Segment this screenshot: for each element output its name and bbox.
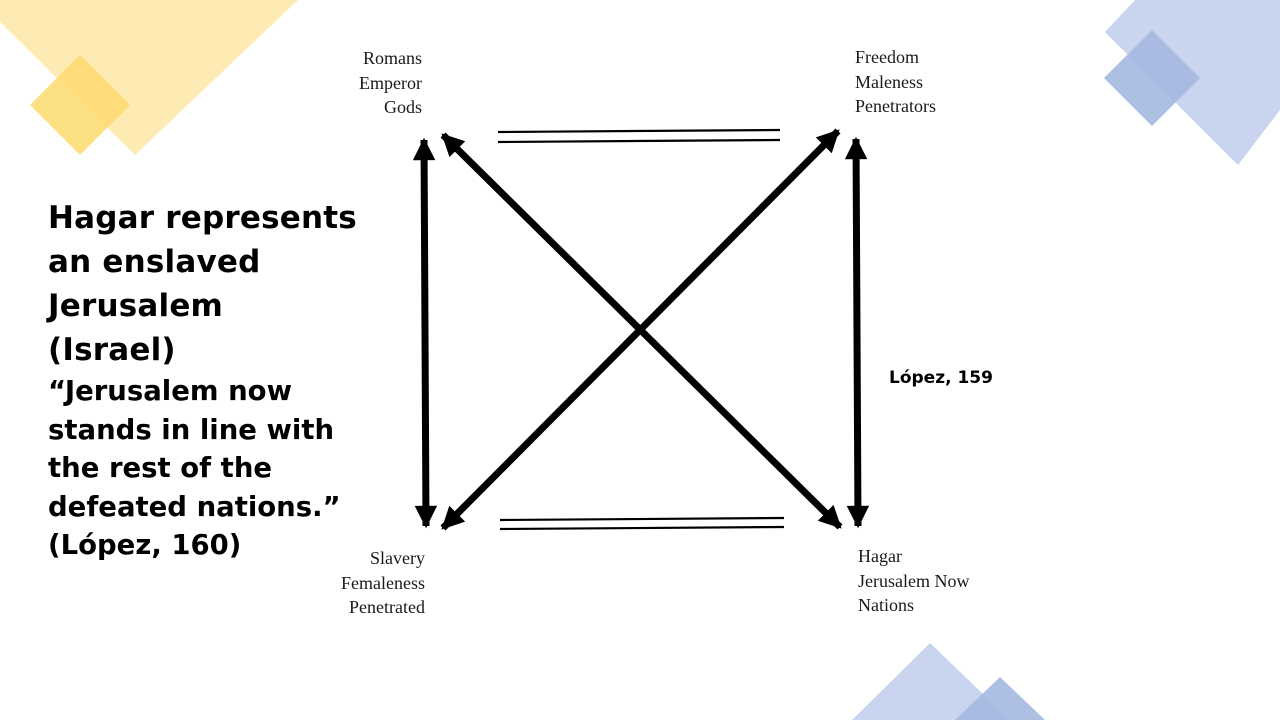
heading-line-4: (Israel) [48,332,176,368]
label-slavery: Slavery [370,548,425,568]
label-top-right: Freedom Maleness Penetrators [855,45,936,119]
quote-line-2: stands in line with [48,413,335,446]
label-hagar: Hagar [858,546,902,566]
top-double-line [497,128,781,144]
left-vertical-arrow [412,137,438,529]
label-bottom-right: Hagar Jerusalem Now Nations [858,544,969,618]
quote-line-3: the rest of the [48,452,273,484]
label-femaleness: Femaleness [341,572,425,593]
quote-line-1: “Jerusalem now [48,375,292,407]
heading-line-1: Hagar represents [48,200,357,236]
quote-citation: (López, 160) [48,529,242,561]
label-freedom: Freedom [855,47,919,67]
label-gods: Gods [383,97,422,117]
label-penetrated: Penetrated [349,597,425,617]
heading-line-2: an enslaved [48,244,261,280]
main-text-block: Hagar represents an enslaved Jerusalem (… [48,196,388,565]
right-vertical-arrow [844,136,870,529]
diagram-citation: López, 159 [889,368,993,388]
bottom-double-line [499,516,785,531]
diagonal-arrow-freedom-slavery [440,128,841,531]
label-penetrators: Penetrators [855,96,936,116]
label-maleness: Maleness [855,71,923,92]
quote-line-4: defeated nations.” [48,490,341,523]
label-top-left: Romans Emperor Gods [359,46,422,120]
label-nations: Nations [858,595,914,615]
label-bottom-left: Slavery Femaleness Penetrated [341,546,425,620]
heading-line-3: Jerusalem [48,288,224,324]
label-romans: Romans [362,48,422,68]
label-jerusalem-now: Jerusalem Now [858,570,970,591]
label-emperor: Emperor [359,72,422,93]
